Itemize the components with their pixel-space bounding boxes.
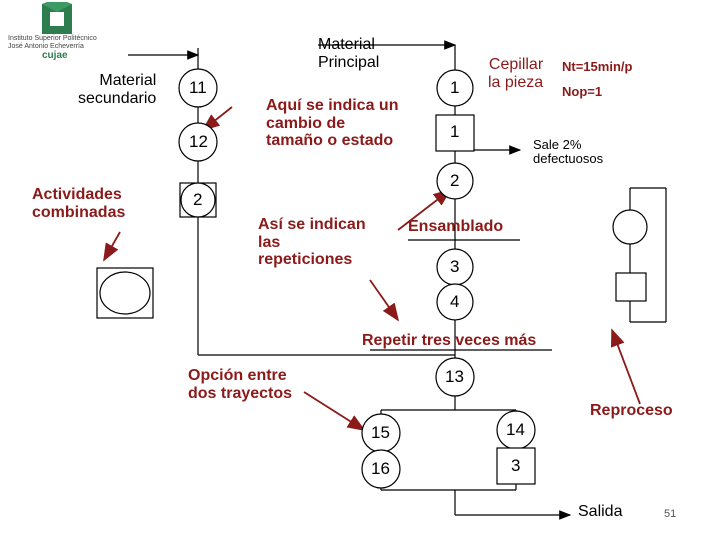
salida-label: Salida (578, 503, 623, 520)
legend-square-symbol (615, 272, 647, 302)
operation-16-circle (361, 449, 401, 489)
nt-label: Nt=15min/p (562, 59, 633, 74)
operation-11-circle (178, 68, 218, 108)
arrow-opcion (303, 391, 366, 431)
cujae-logo: Instituto Superior Politécnico José Anto… (8, 2, 97, 60)
operation-13-circle (435, 357, 475, 397)
opcion-trayectos-annotation: Opción entre dos trayectos (188, 367, 293, 402)
repeticiones-annotation: Así se indican las repeticiones (258, 216, 366, 269)
material-secundario-label: Material secundario (78, 72, 157, 107)
insp-1-label: 1 (450, 122, 460, 141)
logo-caption-2: José Antonio Echeverría (8, 43, 84, 50)
nop-label: Nop=1 (562, 84, 603, 99)
repetir-label: Repetir tres veces más (362, 332, 537, 349)
actividades-combinadas-label: Actividades combinadas (32, 186, 126, 221)
op-1-label: 1 (450, 78, 460, 97)
arrow-reproceso (610, 328, 641, 405)
combined-legend-circle (99, 271, 151, 315)
arrow-repeticiones (369, 279, 400, 322)
logo-caption-1: Instituto Superior Politécnico (8, 35, 97, 42)
inspection-3-square (496, 447, 536, 485)
cepillar-label: Cepillar la pieza (488, 56, 544, 91)
operation-2-circle (436, 162, 474, 200)
op-3-label: 3 (450, 257, 460, 276)
op-11-label: 11 (189, 78, 207, 97)
combined-2-circle (180, 182, 216, 218)
comb-2-label: 2 (193, 190, 203, 209)
legend-circle-symbol (612, 209, 648, 245)
logo-mark (42, 2, 72, 34)
inspection-1-square (435, 114, 475, 152)
op-14-label: 14 (506, 420, 525, 439)
insp-3-label: 3 (511, 456, 521, 475)
operation-4-circle (436, 283, 474, 321)
material-principal-label: Material Principal (318, 36, 380, 71)
logo-acronym: cujae (42, 50, 68, 60)
ensamblado-label: Ensamblado (408, 218, 504, 235)
operation-12-circle (178, 122, 218, 162)
op-4-label: 4 (450, 292, 460, 311)
op-13-label: 13 (445, 367, 464, 386)
arrow-cambio-2 (397, 188, 452, 231)
op-2-label: 2 (450, 171, 460, 190)
reproceso-label: Reproceso (590, 402, 673, 419)
op-16-label: 16 (371, 459, 390, 478)
op-12-label: 12 (189, 132, 208, 151)
operation-1-circle (436, 69, 474, 107)
arrow-combinadas (103, 231, 121, 262)
page-number: 51 (664, 508, 677, 520)
defectuosos-label: Sale 2% defectuosos (533, 137, 604, 167)
op-15-label: 15 (371, 423, 390, 442)
cambio-estado-annotation: Aquí se indica un cambio de tamaño o est… (266, 97, 399, 150)
